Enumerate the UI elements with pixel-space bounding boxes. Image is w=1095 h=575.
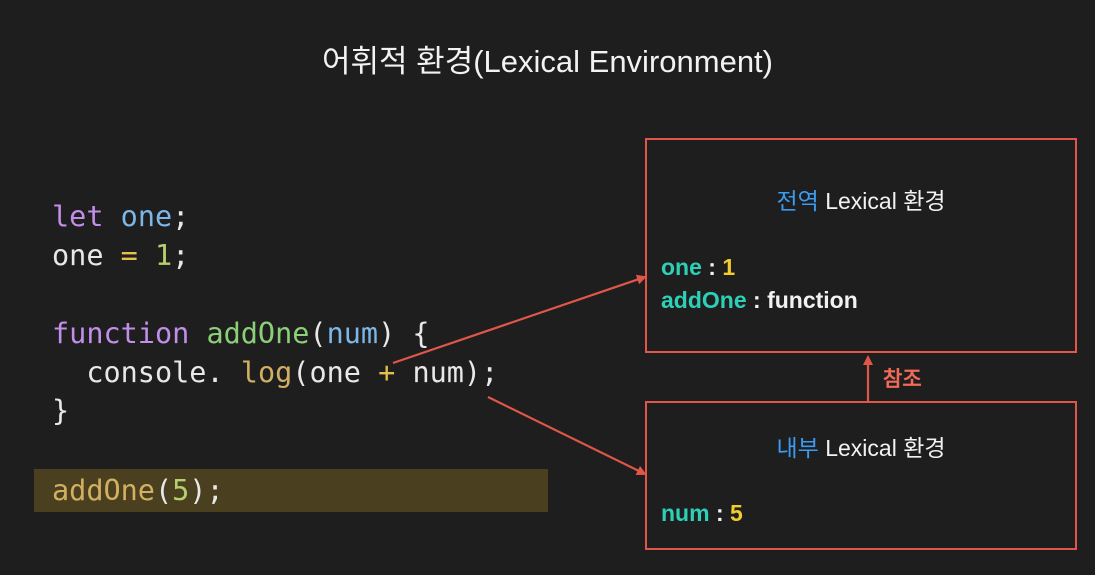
dot: . [206, 356, 224, 389]
brace-close: } [52, 394, 70, 427]
paren-close: ); [463, 356, 499, 389]
code-line-5: } [52, 392, 69, 430]
code-line-2: one = 1; [52, 237, 189, 275]
keyword-function: function [52, 317, 190, 350]
arg-one: one [309, 356, 361, 389]
global-lexical-environment-box: 전역 Lexical 환경 one : 1 addOne : function [645, 138, 1077, 353]
function-name: addOne [206, 317, 310, 350]
plus-operator: + [378, 356, 396, 389]
code-line-1: let one; [52, 198, 189, 236]
variable-one: one [52, 239, 104, 272]
global-entry-one: one : 1 [661, 254, 736, 280]
code-line-3: function addOne(num) { [52, 315, 430, 353]
function-call-name: addOne [52, 474, 155, 507]
assign-operator: = [120, 239, 138, 272]
variable-one: one [120, 200, 173, 233]
number-literal: 5 [172, 474, 190, 507]
keyword-let: let [52, 200, 104, 233]
arrow-to-inner-env [487, 396, 647, 475]
brace-open: { [412, 317, 430, 350]
semicolon: ; [172, 239, 190, 272]
inner-lexical-environment-box: 내부 Lexical 환경 num : 5 [645, 401, 1077, 550]
code-line-4: console. log(one + num); [52, 354, 498, 392]
paren-open: ( [154, 474, 173, 507]
current-line-highlight [34, 469, 548, 512]
console-object: console [86, 356, 207, 389]
global-env-label: Lexical 환경 [825, 188, 946, 214]
log-method: log [240, 356, 293, 389]
inner-env-label: Lexical 환경 [825, 435, 946, 461]
inner-env-title: 내부 Lexical 환경 [647, 429, 1075, 463]
global-env-title: 전역 Lexical 환경 [647, 182, 1075, 216]
paren-open: ( [292, 356, 310, 389]
inner-entry-num: num : 5 [661, 500, 743, 526]
arg-num: num [412, 356, 464, 389]
inner-scope-word: 내부 [776, 435, 819, 461]
paren-open: ( [309, 317, 327, 350]
paren-close: ) [378, 317, 396, 350]
paren-close: ); [189, 474, 224, 507]
global-entry-addone: addOne : function [661, 287, 858, 313]
code-line-6: addOne(5); [52, 472, 224, 510]
page-title: 어휘적 환경(Lexical Environment) [322, 44, 773, 79]
global-scope-word: 전역 [776, 188, 819, 214]
number-literal: 1 [155, 239, 173, 272]
reference-label: 참조 [883, 368, 922, 391]
arrow-to-global-env [392, 274, 647, 365]
param-num: num [326, 317, 379, 350]
semicolon: ; [172, 200, 190, 233]
